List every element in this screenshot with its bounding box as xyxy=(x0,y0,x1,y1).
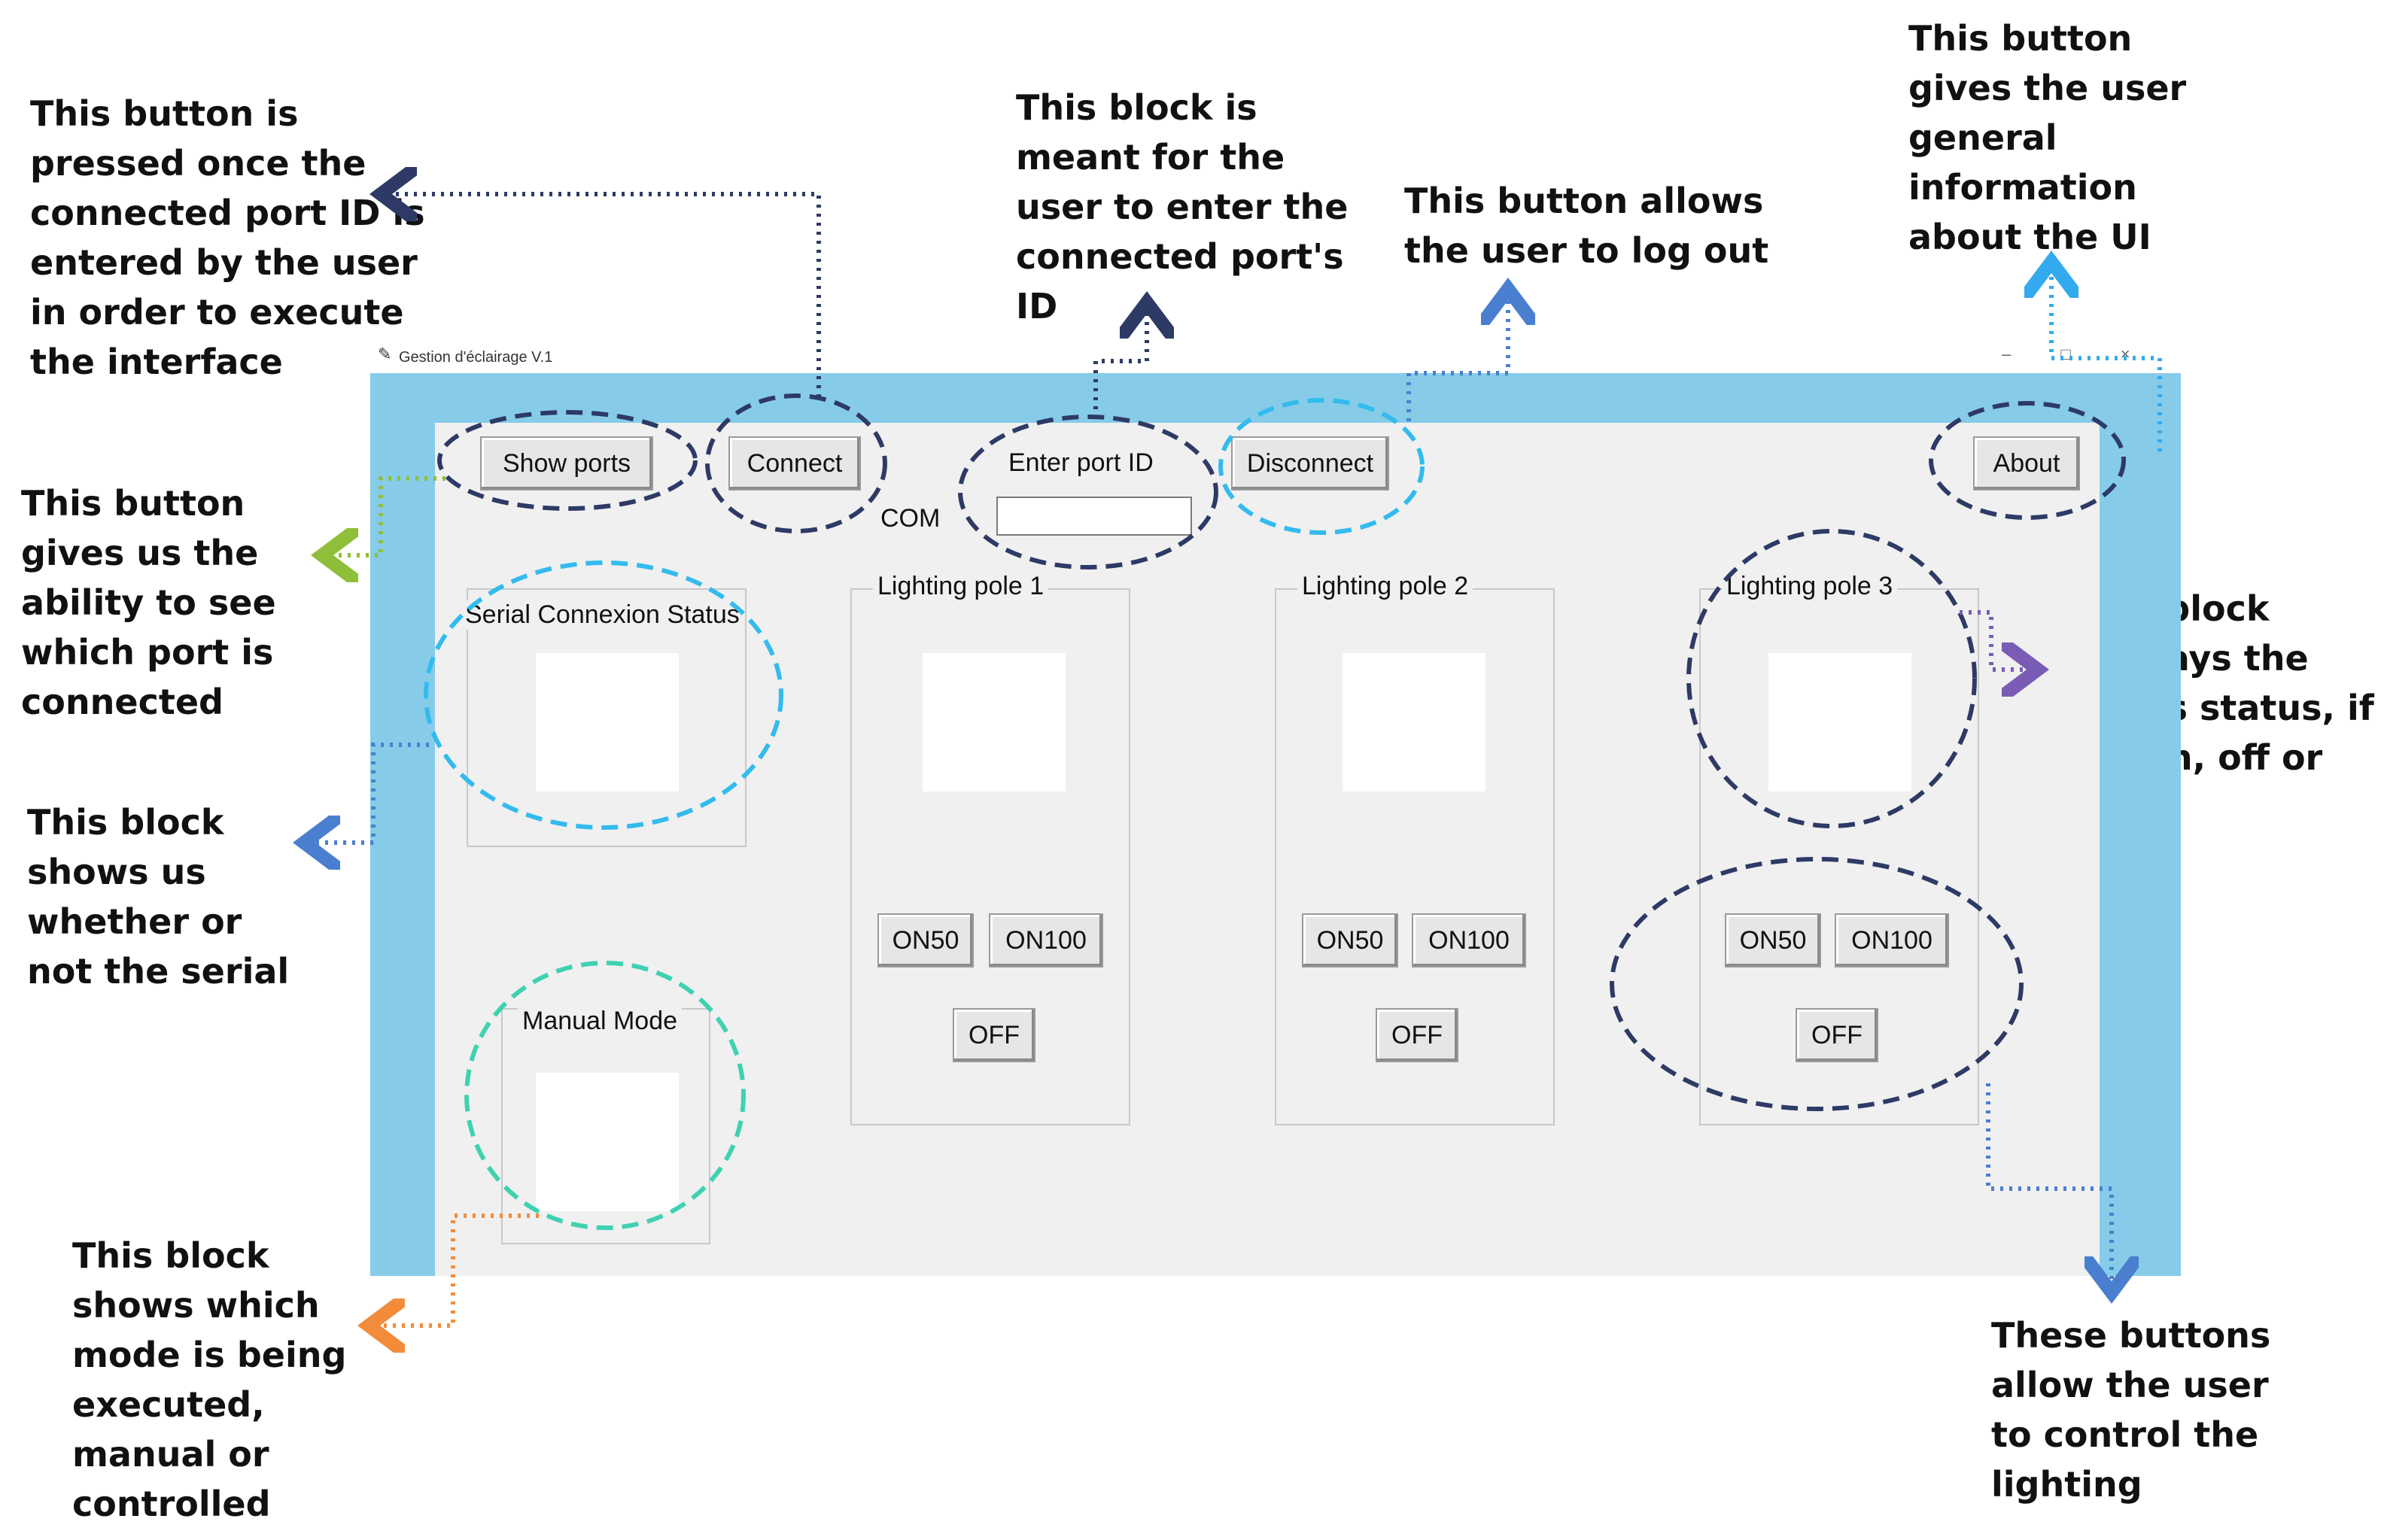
ellipse-about xyxy=(1929,401,2126,520)
manual-mode-title: Manual Mode xyxy=(518,1007,683,1036)
pole-1-on100-button[interactable]: ON100 xyxy=(989,913,1103,967)
lighting-pole-2-group: Lighting pole 2 xyxy=(1275,572,1555,1125)
lighting-pole-3-group: Lighting pole 3 xyxy=(1699,572,1979,1125)
pole-1-off-button[interactable]: OFF xyxy=(953,1008,1035,1062)
enter-port-id-label: Enter port ID xyxy=(1008,448,1154,477)
serial-status-title: Serial Connexion Status xyxy=(461,600,744,630)
manual-mode-group: Manual Mode xyxy=(501,1007,710,1244)
annotation-control-buttons: These buttons allow the user to control … xyxy=(1991,1315,2271,1505)
lighting-pole-2-status xyxy=(1343,653,1485,791)
arrow-about xyxy=(2051,271,2162,451)
about-button[interactable]: About xyxy=(1973,436,2080,491)
pole-2-on100-button[interactable]: ON100 xyxy=(1412,913,1526,967)
annotation-serial-status-block: This block shows us whether or not the s… xyxy=(27,802,290,992)
port-id-input[interactable] xyxy=(996,497,1192,536)
app-feather-icon: ✎ xyxy=(378,345,392,363)
annotation-connect-button: This button is pressed once the connecte… xyxy=(30,93,425,382)
window-title: Gestion d'éclairage V.1 xyxy=(399,349,553,366)
lighting-pole-2-title: Lighting pole 2 xyxy=(1297,572,1473,601)
lighting-pole-1-title: Lighting pole 1 xyxy=(873,572,1049,601)
arrow-show-ports xyxy=(331,476,445,555)
lighting-pole-1-group: Lighting pole 1 xyxy=(850,572,1130,1125)
lighting-pole-3-status xyxy=(1768,653,1911,791)
ellipse-disconnect xyxy=(1218,398,1425,535)
arrow-connect xyxy=(390,194,821,397)
pole-1-on50-button[interactable]: ON50 xyxy=(877,913,974,967)
annotation-port-id-block: This block is meant for the user to ente… xyxy=(1016,87,1349,327)
com-label: COM xyxy=(880,504,941,533)
annotation-show-ports-button: This button gives us the ability to see … xyxy=(21,483,276,722)
annotation-disconnect-button: This button allows the user to log out xyxy=(1404,181,1769,271)
lighting-pole-3-title: Lighting pole 3 xyxy=(1722,572,1898,601)
show-ports-button[interactable]: Show ports xyxy=(480,436,653,491)
ellipse-show-ports xyxy=(437,410,698,511)
annotation-manual-mode-block: This block shows which mode is being exe… xyxy=(72,1235,347,1524)
arrow-port-id xyxy=(1093,311,1147,418)
serial-status-indicator xyxy=(536,653,679,791)
annotation-about-button: This button gives the user general infor… xyxy=(1908,18,2187,257)
ellipse-serial-status xyxy=(424,560,783,830)
pole-3-off-button[interactable]: OFF xyxy=(1796,1008,1878,1062)
ellipse-connect xyxy=(705,393,887,533)
window-controls[interactable]: – □ × xyxy=(2002,345,2153,363)
arrow-serial xyxy=(313,743,429,843)
ellipse-pole-3-status xyxy=(1686,529,1977,828)
arrow-control-buttons xyxy=(1986,1083,2112,1283)
lighting-pole-1-status xyxy=(923,653,1066,791)
ellipse-port-id xyxy=(958,415,1218,570)
disconnect-button[interactable]: Disconnect xyxy=(1231,436,1389,491)
arrow-manual xyxy=(378,1213,539,1326)
connect-button[interactable]: Connect xyxy=(728,436,861,491)
window-client-area xyxy=(435,423,2100,1276)
ellipse-pole-3-buttons xyxy=(1610,857,2024,1111)
arrow-disconnect xyxy=(1406,298,1508,421)
pole-3-on100-button[interactable]: ON100 xyxy=(1835,913,1949,967)
pole-2-off-button[interactable]: OFF xyxy=(1376,1008,1458,1062)
ellipse-manual-mode xyxy=(464,961,746,1230)
manual-mode-indicator xyxy=(536,1073,679,1211)
serial-status-group: Serial Connexion Status xyxy=(461,588,747,847)
pole-2-on50-button[interactable]: ON50 xyxy=(1302,913,1398,967)
pole-3-on50-button[interactable]: ON50 xyxy=(1725,913,1821,967)
